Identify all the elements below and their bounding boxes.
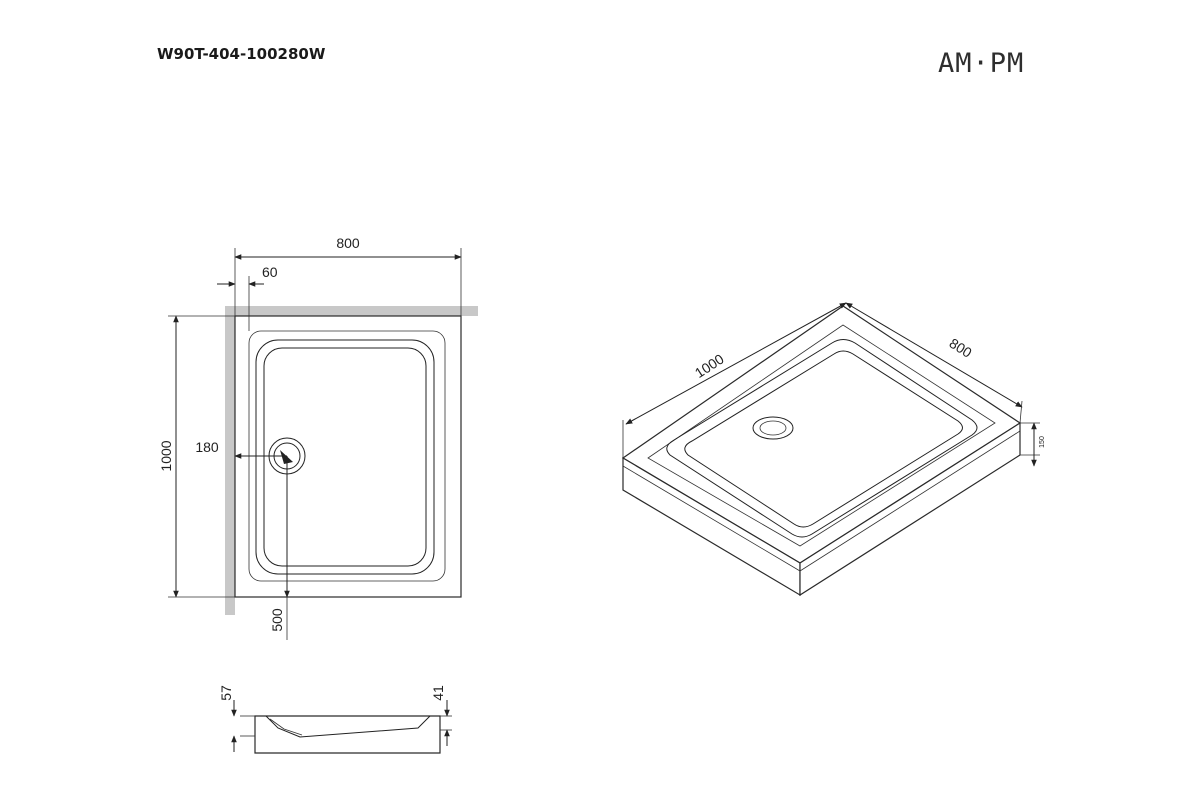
plan-view: 800 60 1000 180 500: [158, 235, 478, 640]
width-dimension: 800: [336, 235, 360, 251]
brand-logo: AM·PM: [938, 48, 1024, 79]
iso-basin-outer: [666, 339, 978, 538]
model-code: W90T-404-100280W: [157, 45, 326, 63]
tray-basin-inner: [263, 347, 427, 567]
side-body: [254, 715, 441, 754]
iso-width-dimension: 800: [947, 335, 975, 361]
iso-rim-edge: [622, 430, 1021, 572]
top-wall: [225, 306, 478, 316]
depth-right-dimension: 41: [430, 685, 446, 701]
iso-ext-width-right: [1019, 400, 1023, 424]
iso-length-dimension: 1000: [692, 351, 727, 381]
drain-x-dimension: 180: [195, 439, 219, 455]
depth-left-dimension: 57: [218, 685, 234, 701]
drain-y-dimension: 500: [269, 608, 285, 632]
edge-offset-dimension: 60: [262, 264, 278, 280]
tray-basin-outer: [255, 339, 435, 575]
side-basin-profile: [265, 715, 431, 738]
iso-height-dimension: 150: [1039, 436, 1046, 448]
iso-width-dimension-line: [845, 302, 1023, 408]
side-view: 57 41: [218, 685, 452, 754]
left-wall: [225, 306, 235, 615]
iso-length-dimension-line: [625, 302, 847, 425]
side-drain-profile: [269, 718, 303, 736]
iso-basin-inner: [684, 350, 963, 528]
length-dimension: 1000: [158, 440, 174, 471]
isometric-view: 1000 800 150: [621, 302, 1046, 597]
